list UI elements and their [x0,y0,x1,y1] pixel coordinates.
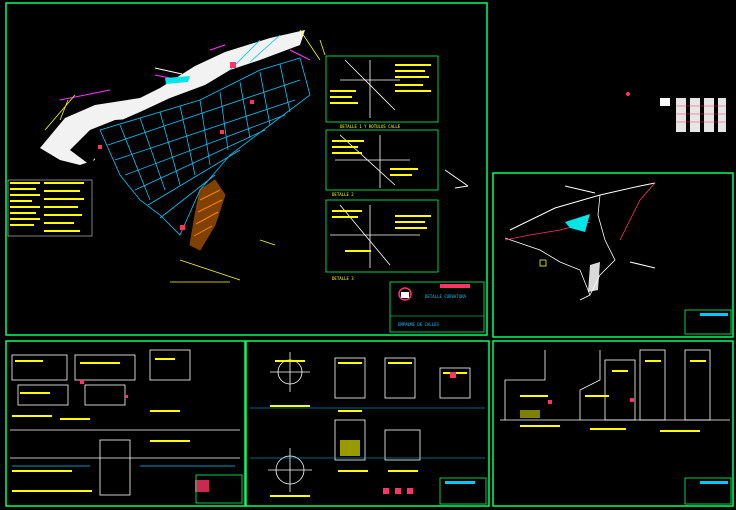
frame-main-plan [5,2,488,336]
legend-table [10,182,84,232]
sections-mid-title-block [439,477,487,505]
detail-title: DETALLE CURVATURA [425,294,467,299]
detail-c-caption: DETALLE 3 [332,276,354,281]
location-plan [504,182,732,335]
detail-c: DETALLE 3 [325,199,439,281]
dimension-lines [44,29,326,283]
sections-right [500,349,732,505]
title-block-main: DETALLE CURVATURA EMPALME DE CALLES [389,281,485,333]
location-cyan-area [565,214,590,232]
location-title-block [684,309,732,335]
title-block-text: EMPALME DE CALLES [398,322,440,327]
north-arrow-icon [564,185,656,269]
parcel-grid [99,34,311,236]
detail-b: DETALLE 2 [325,129,439,197]
logo-stamp-icon [398,287,412,301]
frame-sections-left [5,340,246,507]
terrain-outline [40,30,305,165]
accent-marks [98,62,254,230]
main-plan: DETALLE 1 Y ROTULOS CALLE DETALLE 2 [7,29,485,333]
legend-frame [7,179,93,237]
frame-location-plan [492,172,734,338]
top-right-legend [626,92,726,132]
pond-shape [165,76,190,84]
sections-left [10,349,243,504]
sheet-frames [5,2,734,507]
leader-arrows [154,67,469,189]
detail-b-caption: DETALLE 2 [332,192,354,197]
frame-sections-right [492,340,734,507]
sections-left-title-block [195,474,243,504]
sections-right-title-block [684,477,732,505]
frame-sections-mid [245,340,490,507]
sections-mid [250,352,487,505]
detail-a: DETALLE 1 Y ROTULOS CALLE [325,55,439,129]
slope-hatch [189,179,226,251]
road-axes [59,44,311,101]
detail-a-caption: DETALLE 1 Y ROTULOS CALLE [340,124,401,129]
